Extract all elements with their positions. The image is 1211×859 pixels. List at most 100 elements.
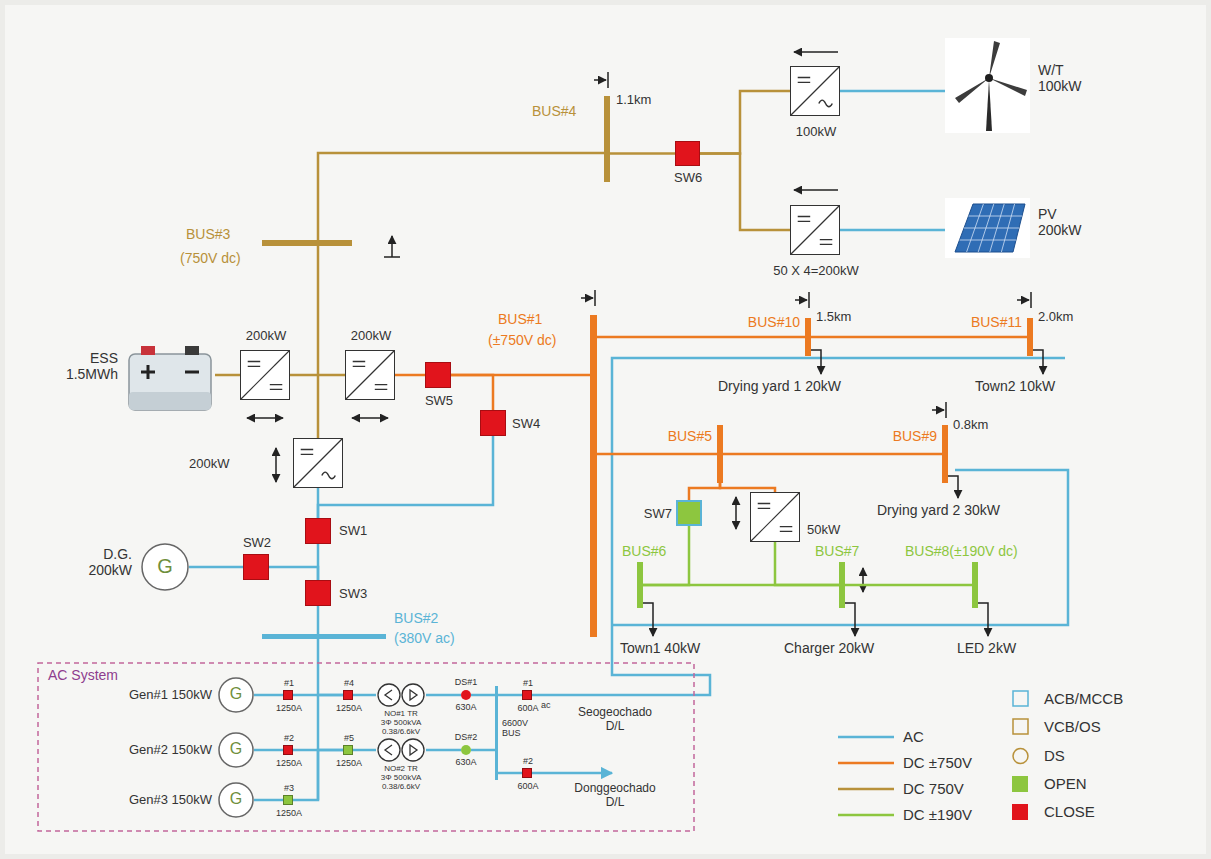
node-label: DS#1 [455,677,478,687]
page-panel [5,5,1206,854]
wire-connector [840,229,945,232]
wire-connector [840,90,945,93]
wire-connector [689,483,720,500]
bus-end-symbol [1017,299,1029,301]
wire-connector [318,639,343,695]
generator-circle: GGen#1 150kW [218,677,254,713]
breaker-box: #1600A [522,690,532,700]
legend-swatch [1012,804,1028,820]
generator-circle-shape [219,733,253,767]
generator-circle-shape [142,544,188,590]
node-label: 1250A [336,758,362,768]
pv-panel-icon: PV 200kW [945,198,1030,258]
node-label: Gen#2 150kW [129,743,212,758]
wire-connector [189,566,243,569]
legend-sample [838,753,894,773]
node-label: 200kW [189,457,229,472]
legend-item: DC 750V [838,779,958,799]
node-label: #2 [523,756,533,766]
node-label: BUS#9 [893,428,937,444]
converter-box-shape [294,439,342,487]
wire-connector [353,749,376,752]
pv-panel-icon-shape [964,228,1019,229]
pv-panel-icon-shape [945,198,1030,258]
generator-circle-shape [219,783,253,817]
disconnector-dot: DS#1630A [461,690,471,700]
converter-box-shape [819,100,832,107]
wind-turbine-icon-shape [986,80,992,131]
legend-sample [1012,746,1030,766]
legend-text: VCB/OS [1044,718,1101,735]
switch-box: SW1 [305,518,331,544]
converter-box-shape [780,527,792,532]
bus-end-symbol [391,236,393,257]
wire-connector [811,336,1027,339]
node-label: BUS#1 [498,311,542,327]
converter-box-shape [241,351,289,399]
legend-text: DC 750V [903,780,964,797]
converter-box-shape [751,493,799,541]
load-label: Donggeochado D/L [571,782,659,810]
converter-box: 100kW [790,66,840,116]
bus-bar: BUS#8(±190V dc) [972,562,978,608]
bus-end-symbol [594,79,606,81]
legend-text: DS [1044,747,1065,764]
power-flow-arrow [352,417,388,419]
wire-connector [353,694,376,697]
wire-connector [471,694,495,697]
bus-bar: BUS#3(750V dc) [262,240,352,246]
bus-end-symbol [607,72,609,88]
wire-connector [700,91,790,154]
bus-end-symbol [808,292,810,308]
legend-item: CLOSE [1012,802,1132,822]
node-label: BUS#7 [815,543,859,559]
legend-text: ACB/MCCB [1044,690,1123,707]
bus-bar: BUS#90.8km [942,425,948,483]
converter-box-shape [758,504,770,509]
ac-system-region: GGen#1 150kWGGen#2 150kWGGen#3 150kW#112… [37,662,695,832]
ac-feeder-line [532,358,1065,695]
node-label: 1250A [336,703,362,713]
legend-text: AC [903,728,924,745]
node-label: BUS#8(±190V dc) [905,543,1018,559]
bus-end-symbol [795,299,807,301]
node-label: #3 [284,783,294,793]
converter-box: 200kW [240,350,290,400]
load-arrow [811,350,821,374]
node-label: SW3 [339,587,367,602]
wire-connector [643,584,839,587]
transformer-symbol-shape [376,738,426,762]
node-label: 100kW [796,125,836,140]
load-arrow [978,603,988,636]
legend-item: DS [1012,746,1132,766]
node-label: SW6 [674,171,702,186]
node-label: 50kW [807,523,840,538]
legend-item: AC [838,727,958,747]
node-label: (380V ac) [394,630,455,646]
node-label: SW7 [644,507,672,522]
switch-box: SW4 [480,410,506,436]
bus-bar: 6600V BUS [495,686,498,780]
converter-box-shape [353,362,365,367]
node-label: SW1 [339,524,367,539]
converter-box: 200kW [293,438,343,488]
node-label: Gen#3 150kW [129,793,212,808]
node-label: #2 [284,733,294,743]
load-label: Town1 40kW [620,640,700,656]
node-label: W/T 100kW [1038,62,1100,94]
legend-text: DC ±750V [903,754,972,771]
converter-box-shape [248,362,260,367]
converter-box-shape [798,217,810,222]
power-flow-arrow [247,52,863,592]
wire-connector [700,154,790,231]
generator-circle: GGen#3 150kW [218,782,254,818]
node-label: 6600V BUS [502,718,536,739]
pv-panel-icon-shape [955,204,1025,252]
legend-text: CLOSE [1044,803,1095,820]
node-label: 200kW [246,329,286,344]
load-label: Drying yard 1 20kW [718,378,841,394]
breaker-box: #31250A [283,795,293,805]
wire-connector [318,436,493,518]
